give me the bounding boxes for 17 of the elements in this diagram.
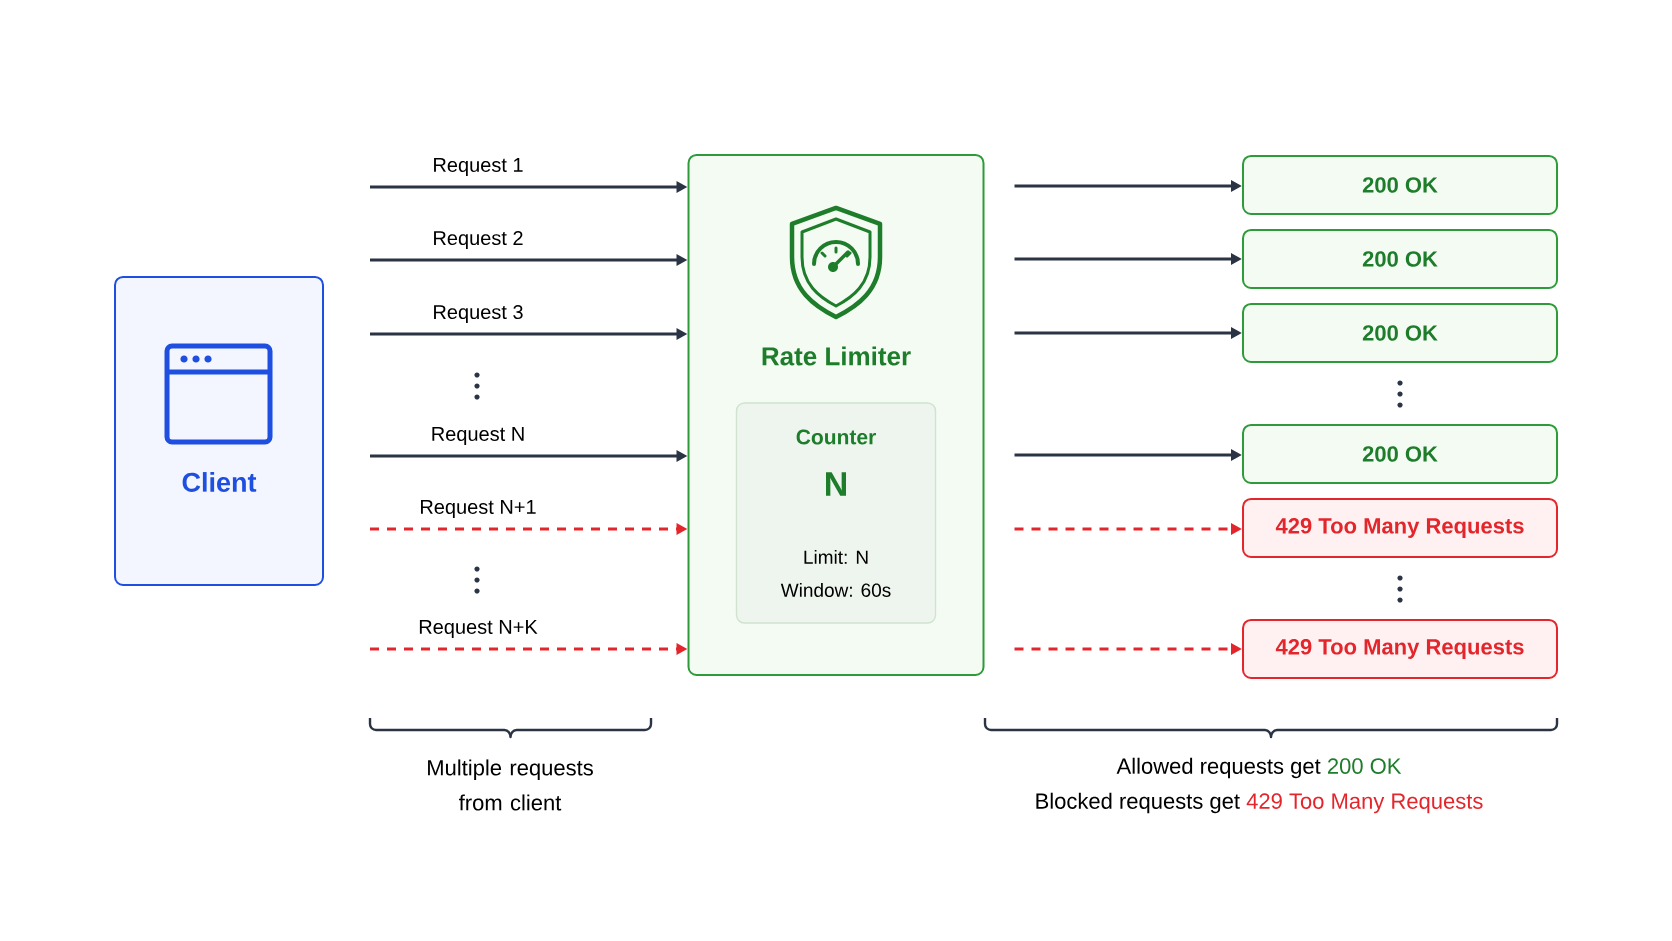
edge-label: Request 3	[434, 304, 523, 324]
caption: Blocked requests get 429 Too Many Requests	[1036, 792, 1483, 814]
caption: Multiple requests from client	[428, 759, 593, 811]
response-box: 429 Too Many Requests	[1242, 619, 1558, 679]
client-box: Client	[114, 276, 324, 586]
response-box: 200 OK	[1242, 303, 1558, 363]
edge-label: Request N+1	[421, 500, 536, 518]
edge-label: Request 1	[434, 158, 523, 176]
caption: Allowed requests get 200 OK	[1116, 757, 1402, 779]
response-box: 200 OK	[1242, 424, 1558, 484]
edge-label: Request N+K	[419, 620, 538, 638]
edge-label: Request N	[432, 427, 524, 445]
edge-label: Request 2	[434, 230, 523, 250]
response-box: 429 Too Many Requests	[1242, 498, 1558, 558]
counter-box: Counter N Limit: N Window: 60s	[735, 402, 937, 624]
response-box: 200 OK	[1242, 229, 1558, 289]
response-box: 200 OK	[1242, 155, 1558, 215]
